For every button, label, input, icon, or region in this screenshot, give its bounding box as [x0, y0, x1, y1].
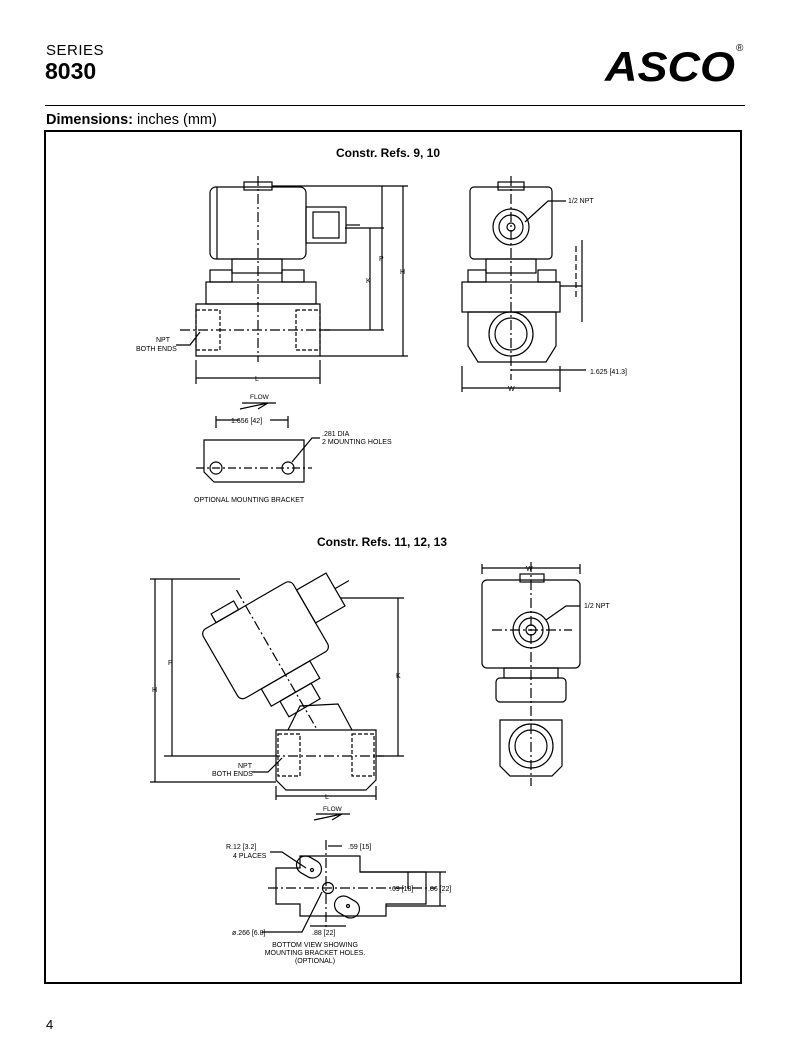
dimensions-heading-units: inches (mm) [133, 112, 217, 128]
bracket-hole-count: 2 MOUNTING HOLES [322, 439, 392, 446]
dimensions-heading: Dimensions: inches (mm) [46, 112, 217, 128]
top-dim-p: P [379, 256, 384, 263]
bottom-caption-2: MOUNTING BRACKET HOLES. [265, 950, 366, 957]
bottom-side-view [481, 562, 581, 786]
dim-86: .86 [22] [428, 886, 451, 893]
bottom-caption-3: (OPTIONAL) [295, 958, 335, 965]
bottom-dim-p: P [168, 660, 173, 667]
dim-88: .88 [22] [312, 930, 335, 937]
bottom-dim-w: W [526, 566, 533, 573]
bottom-dim-k: K [396, 673, 401, 680]
asco-logo: ASCO ® [604, 43, 744, 86]
top-dim-h: H [400, 269, 405, 276]
bottom-caption-1: BOTTOM VIEW SHOWING [272, 942, 358, 949]
series-label: SERIES [46, 42, 105, 59]
series-number: 8030 [45, 58, 97, 84]
top-npt-label-1: NPT [156, 337, 171, 344]
dim-266: ø.266 [6.8] [232, 930, 266, 937]
top-figure-title: Constr. Refs. 9, 10 [336, 146, 440, 160]
drawing-frame [44, 130, 742, 984]
top-mounting-bracket [196, 416, 320, 483]
bottom-half-npt-label: 1/2 NPT [584, 603, 610, 610]
dimensions-heading-bold: Dimensions: [46, 112, 134, 128]
bottom-flow-arrow [313, 813, 350, 821]
top-dim-w: W [508, 386, 515, 393]
top-half-npt-label: 1/2 NPT [568, 198, 594, 205]
top-flow-arrow [239, 402, 276, 410]
bottom-npt-label-1: NPT [238, 763, 253, 770]
bottom-dim-h: H [152, 687, 157, 694]
dim-69: .69 [18] [390, 886, 413, 893]
top-flow-label: FLOW [250, 394, 270, 401]
dim-59: .59 [15] [348, 844, 371, 851]
top-front-view [176, 176, 408, 384]
radius-label-1: R.12 [3.2] [226, 844, 256, 851]
bottom-figure-title: Constr. Refs. 11, 12, 13 [317, 535, 447, 549]
bracket-caption: OPTIONAL MOUNTING BRACKET [194, 497, 305, 504]
bottom-npt-label-2: BOTH ENDS [212, 771, 253, 778]
bracket-spacing: 1.656 [42] [231, 418, 262, 425]
top-dim-k: K [366, 278, 371, 285]
top-dim-side: 1.625 [41.3] [590, 369, 627, 376]
bracket-hole-dia: .281 DIA [322, 431, 350, 438]
bottom-flow-label: FLOW [323, 806, 343, 813]
top-npt-label-2: BOTH ENDS [136, 346, 177, 353]
top-dim-l: L [255, 376, 259, 383]
radius-label-2: 4 PLACES [233, 853, 267, 860]
header-rule [45, 105, 745, 106]
bottom-dim-l: L [325, 794, 329, 801]
top-side-view [461, 176, 586, 392]
page-number: 4 [46, 1017, 54, 1032]
asco-logo-wordmark: ASCO [604, 43, 735, 86]
registered-mark: ® [736, 43, 744, 54]
bottom-front-view [150, 572, 404, 800]
bottom-bracket-view [262, 840, 446, 933]
